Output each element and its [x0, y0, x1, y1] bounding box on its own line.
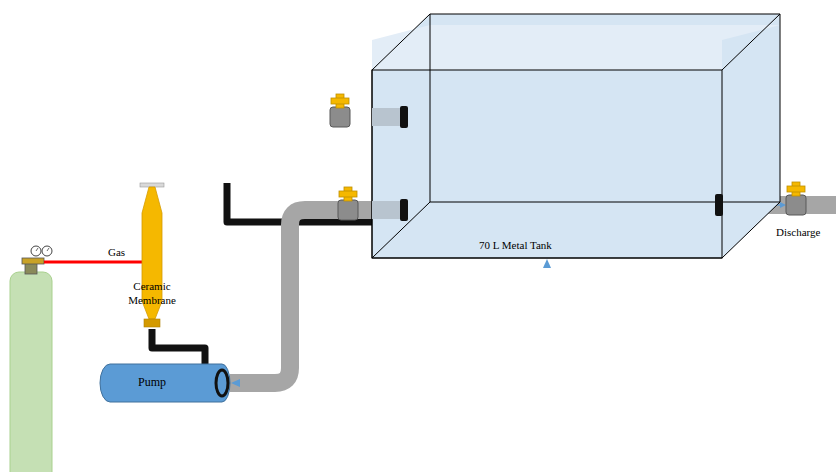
ceramic-membrane-outline — [122, 183, 182, 329]
part-label: Discharge — [776, 226, 820, 238]
node-label: Pump — [138, 375, 166, 391]
pressure-gauge — [31, 246, 41, 256]
pressure-gauge — [42, 246, 52, 256]
gauge-needle — [36, 248, 38, 251]
pump-body: Pump — [100, 364, 230, 402]
regulator-body — [22, 258, 44, 264]
pipe-connector — [230, 210, 372, 387]
gas-line — [44, 261, 143, 264]
valve — [338, 187, 358, 220]
gas-cylinder — [10, 272, 52, 472]
gauge-needle — [47, 248, 49, 251]
valve — [786, 182, 806, 215]
ceramic-membrane: Ceramic Membrane — [122, 183, 182, 329]
node-label: Ceramic Membrane — [122, 279, 182, 308]
flow-arrow — [780, 202, 786, 208]
valve — [330, 94, 350, 127]
part-label: Gas — [108, 246, 125, 258]
node-label: 70 L Metal Tank — [479, 238, 552, 252]
pipe-connector — [152, 329, 205, 364]
tank-box: 70 L Metal Tank — [372, 70, 722, 258]
tank-box-outline — [372, 70, 722, 258]
